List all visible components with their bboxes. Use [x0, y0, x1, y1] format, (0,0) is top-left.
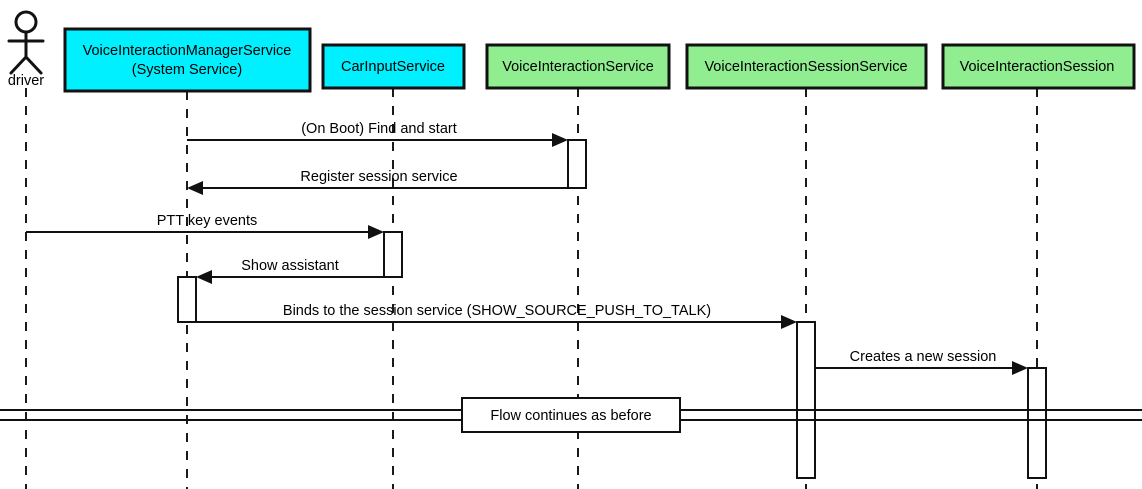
participant-label-vsession: VoiceInteractionSession	[960, 59, 1115, 75]
participant-label-viss: VoiceInteractionSessionService	[704, 59, 907, 75]
message-label: Creates a new session	[850, 349, 997, 365]
participant-boxes-group: VoiceInteractionManagerService (System S…	[63, 27, 1136, 93]
activation-bar-vims[interactable]	[177, 276, 197, 323]
message-label: Show assistant	[241, 258, 339, 274]
message-register-session-service[interactable]: Register session service	[187, 169, 568, 195]
participant-label-vis: VoiceInteractionService	[502, 59, 654, 75]
participant-label-vims-line2: (System Service)	[132, 62, 242, 78]
participant-box-carinput[interactable]	[321, 43, 466, 90]
arrowhead-left-icon	[196, 270, 212, 284]
actor-label-driver: driver	[8, 73, 44, 89]
message-label: Register session service	[300, 169, 457, 185]
message-label: (On Boot) Find and start	[301, 121, 457, 137]
message-creates-a-new-session[interactable]: Creates a new session	[815, 349, 1028, 375]
message-binds-to-session-service[interactable]: Binds to the session service (SHOW_SOURC…	[196, 303, 797, 329]
participant-vims[interactable]: VoiceInteractionManagerService (System S…	[63, 27, 312, 93]
arrowhead-right-icon	[1012, 361, 1028, 375]
message-on-boot-find-and-start[interactable]: (On Boot) Find and start	[187, 121, 568, 147]
activation-bar-carinput[interactable]	[383, 231, 403, 278]
participant-viss[interactable]: VoiceInteractionSessionService	[685, 43, 928, 90]
participant-label-carinput: CarInputService	[341, 59, 445, 75]
actor-leg-left-icon	[9, 55, 28, 75]
participant-box-vsession[interactable]	[941, 43, 1136, 90]
actor-driver[interactable]: driver	[7, 10, 45, 89]
participant-box-viss[interactable]	[685, 43, 928, 90]
participant-vis[interactable]: VoiceInteractionService	[485, 43, 671, 90]
participant-box-vims[interactable]	[63, 27, 312, 93]
divider-flow-continues: Flow continues as before	[0, 397, 1142, 433]
divider-label: Flow continues as before	[490, 408, 651, 424]
messages-group: (On Boot) Find and start Register sessio…	[26, 121, 1028, 375]
participant-label-vims-line1: VoiceInteractionManagerService	[83, 43, 292, 59]
arrowhead-right-icon	[368, 225, 384, 239]
message-show-assistant[interactable]: Show assistant	[196, 258, 384, 284]
message-label: PTT key events	[157, 213, 257, 229]
message-label: Binds to the session service (SHOW_SOURC…	[283, 303, 711, 319]
participant-box-vis[interactable]	[485, 43, 671, 90]
arrowhead-right-icon	[781, 315, 797, 329]
divider-box	[461, 397, 681, 433]
actor-leg-right-icon	[24, 55, 43, 75]
actor-head-icon	[14, 10, 38, 34]
arrowhead-right-icon	[552, 133, 568, 147]
activation-bar-viss[interactable]	[796, 321, 816, 479]
participant-vsession[interactable]: VoiceInteractionSession	[941, 43, 1136, 90]
activation-bar-vis[interactable]	[567, 139, 587, 189]
arrowhead-left-icon	[187, 181, 203, 195]
activation-bar-vsession[interactable]	[1027, 367, 1047, 479]
activation-bars-group	[177, 139, 1047, 479]
participant-carinput[interactable]: CarInputService	[321, 43, 466, 90]
message-ptt-key-events[interactable]: PTT key events	[26, 213, 384, 239]
